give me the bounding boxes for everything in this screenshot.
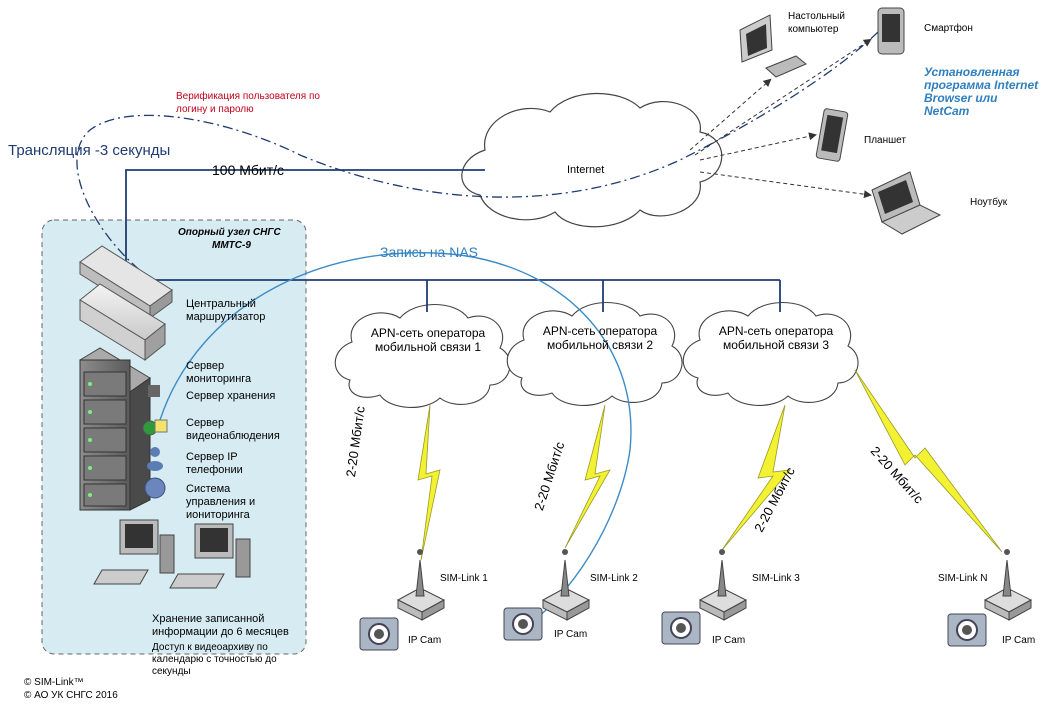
hub-title: Опорный узел СНГС [178,227,281,238]
system-mgmt-label: Система управления и иониторинга [186,483,256,521]
tablet-icon [815,108,849,162]
server-rack [79,347,151,511]
laptop-label: Ноутбук [970,197,1008,208]
apn-label-1: APN-сеть оператора мобильной связи 1 [370,326,486,354]
sim-link-label-3: SIM-Link 3 [752,573,800,584]
apn-cloud-3 [682,301,859,406]
app-note: Установленная программа Internet Browser… [924,65,1039,118]
workstation-left [93,519,175,585]
apn-label-3: APN-сеть оператора мобильной связи 3 [718,324,834,352]
internet-cloud [461,92,723,228]
folder-icon [154,419,168,433]
ip-cam-icon-n [947,613,987,647]
ip-cam-icon-3 [661,611,701,645]
user-icon [150,447,160,457]
sim-link-label-1: SIM-Link 1 [440,573,488,584]
apn-cloud-1 [334,303,511,408]
client-arrows [689,38,872,199]
nas-label: Запись на NAS [380,244,479,260]
sim-link-device-3 [698,549,748,621]
sim-link-label-n: SIM-Link N [938,573,988,584]
smartphone-label: Смартфон [924,23,973,34]
wireless-links [417,369,1003,561]
sim-link-device-2 [541,549,591,621]
desktop-icon [739,14,807,78]
broadcast-path [76,29,881,283]
archive-note: Доступ к видеоархиву по календарю с точн… [152,642,277,677]
ip-cam-label-3: IP Cam [712,635,746,646]
laptop-icon [871,171,942,235]
verification-label: Верификация пользователя по логину и пар… [176,91,320,115]
uplink-line [125,169,485,262]
server-ip-label: Сервер IP телефонии [186,451,243,476]
sim-link-device-n [983,549,1033,621]
internet-label: Internet [567,164,605,176]
apn-cloud-2 [506,301,683,406]
hub-subtitle: ММТС-9 [212,240,251,251]
server-monitoring-label: Сервер мониторинга [186,360,252,385]
storage-note: Хранение записанной информации до 6 меся… [152,613,289,638]
ip-cam-label-n: IP Cam [1002,635,1036,646]
ip-cam-icon-2 [503,607,543,641]
server-video-label: Сервер видеонаблюдения [186,417,280,442]
sim-link-device-1 [396,549,446,621]
nas-path [159,252,632,631]
speed-100-label: 100 Мбит/с [212,162,285,178]
copyright-line2: © АО УК СНГС 2016 [24,690,118,701]
ip-cam-label-1: IP Cam [408,635,442,646]
apn-label-2: APN-сеть оператора мобильной связи 2 [542,324,658,352]
ip-cam-icon-1 [359,617,399,651]
smartphone-icon [877,7,905,55]
monitor-icon [148,385,160,397]
central-router [79,245,173,362]
server-storage-label: Сервер хранения [186,390,276,402]
sim-link-label-2: SIM-Link 2 [590,573,638,584]
tablet-label: Планшет [864,135,906,146]
network-globe-icon [144,477,166,499]
copyright-line1: © SIM-Link™ [24,677,84,688]
broadcast-label: Трансляция -3 секунды [8,142,171,159]
router-label: Центральный маршрутизатор [186,298,266,323]
workstation-right [169,523,251,589]
ip-cam-label-2: IP Cam [554,629,588,640]
desktop-label: Настольный компьютер [788,11,845,35]
